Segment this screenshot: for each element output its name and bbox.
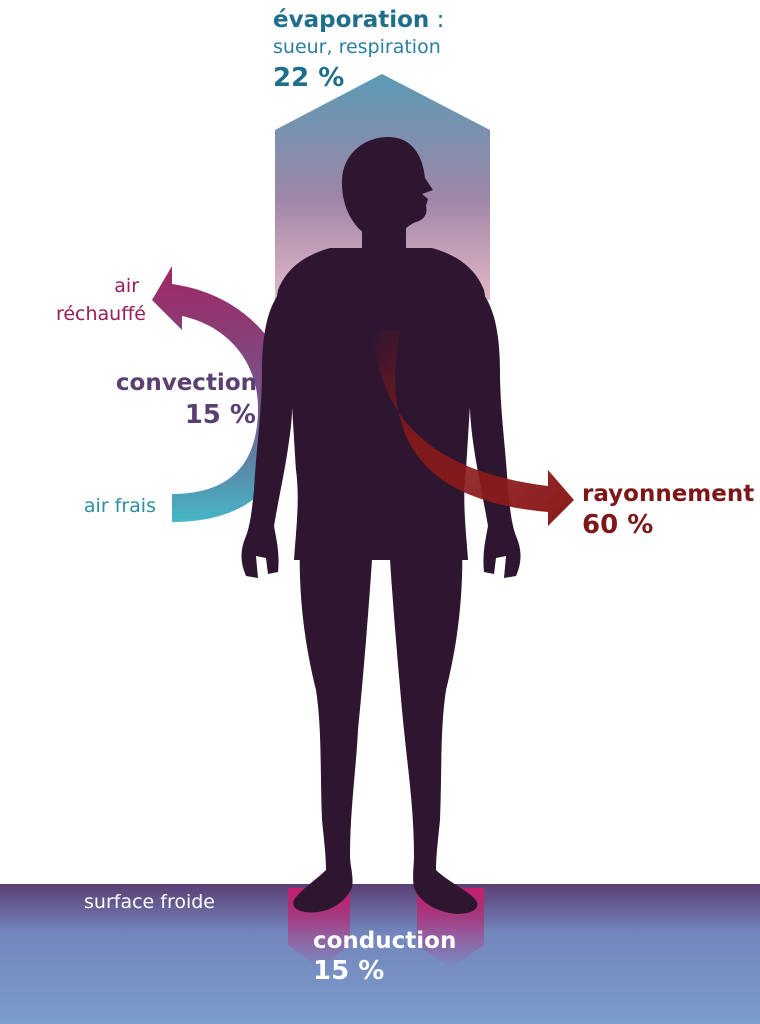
evaporation-percent: 22 % <box>273 63 345 93</box>
evaporation-subtitle: sueur, respiration <box>273 36 441 58</box>
radiation-percent: 60 % <box>582 510 654 540</box>
cold-surface <box>0 884 760 1024</box>
evaporation-colon: : <box>429 7 445 33</box>
radiation-label: rayonnement <box>582 481 755 507</box>
conduction-percent: 15 % <box>313 956 385 986</box>
warm-air-label-line2: réchauffé <box>55 303 146 325</box>
human-silhouette <box>241 137 521 914</box>
evaporation-label: évaporation : <box>273 7 445 33</box>
conduction-label: conduction <box>313 928 457 954</box>
convection-label: convection <box>115 370 257 396</box>
warm-air-label-line1: air <box>114 275 139 297</box>
cool-air-label: air frais <box>83 495 156 517</box>
radiation-arrow <box>372 330 574 526</box>
cold-surface-label: surface froide <box>84 891 215 913</box>
convection-percent: 15 % <box>184 400 256 430</box>
